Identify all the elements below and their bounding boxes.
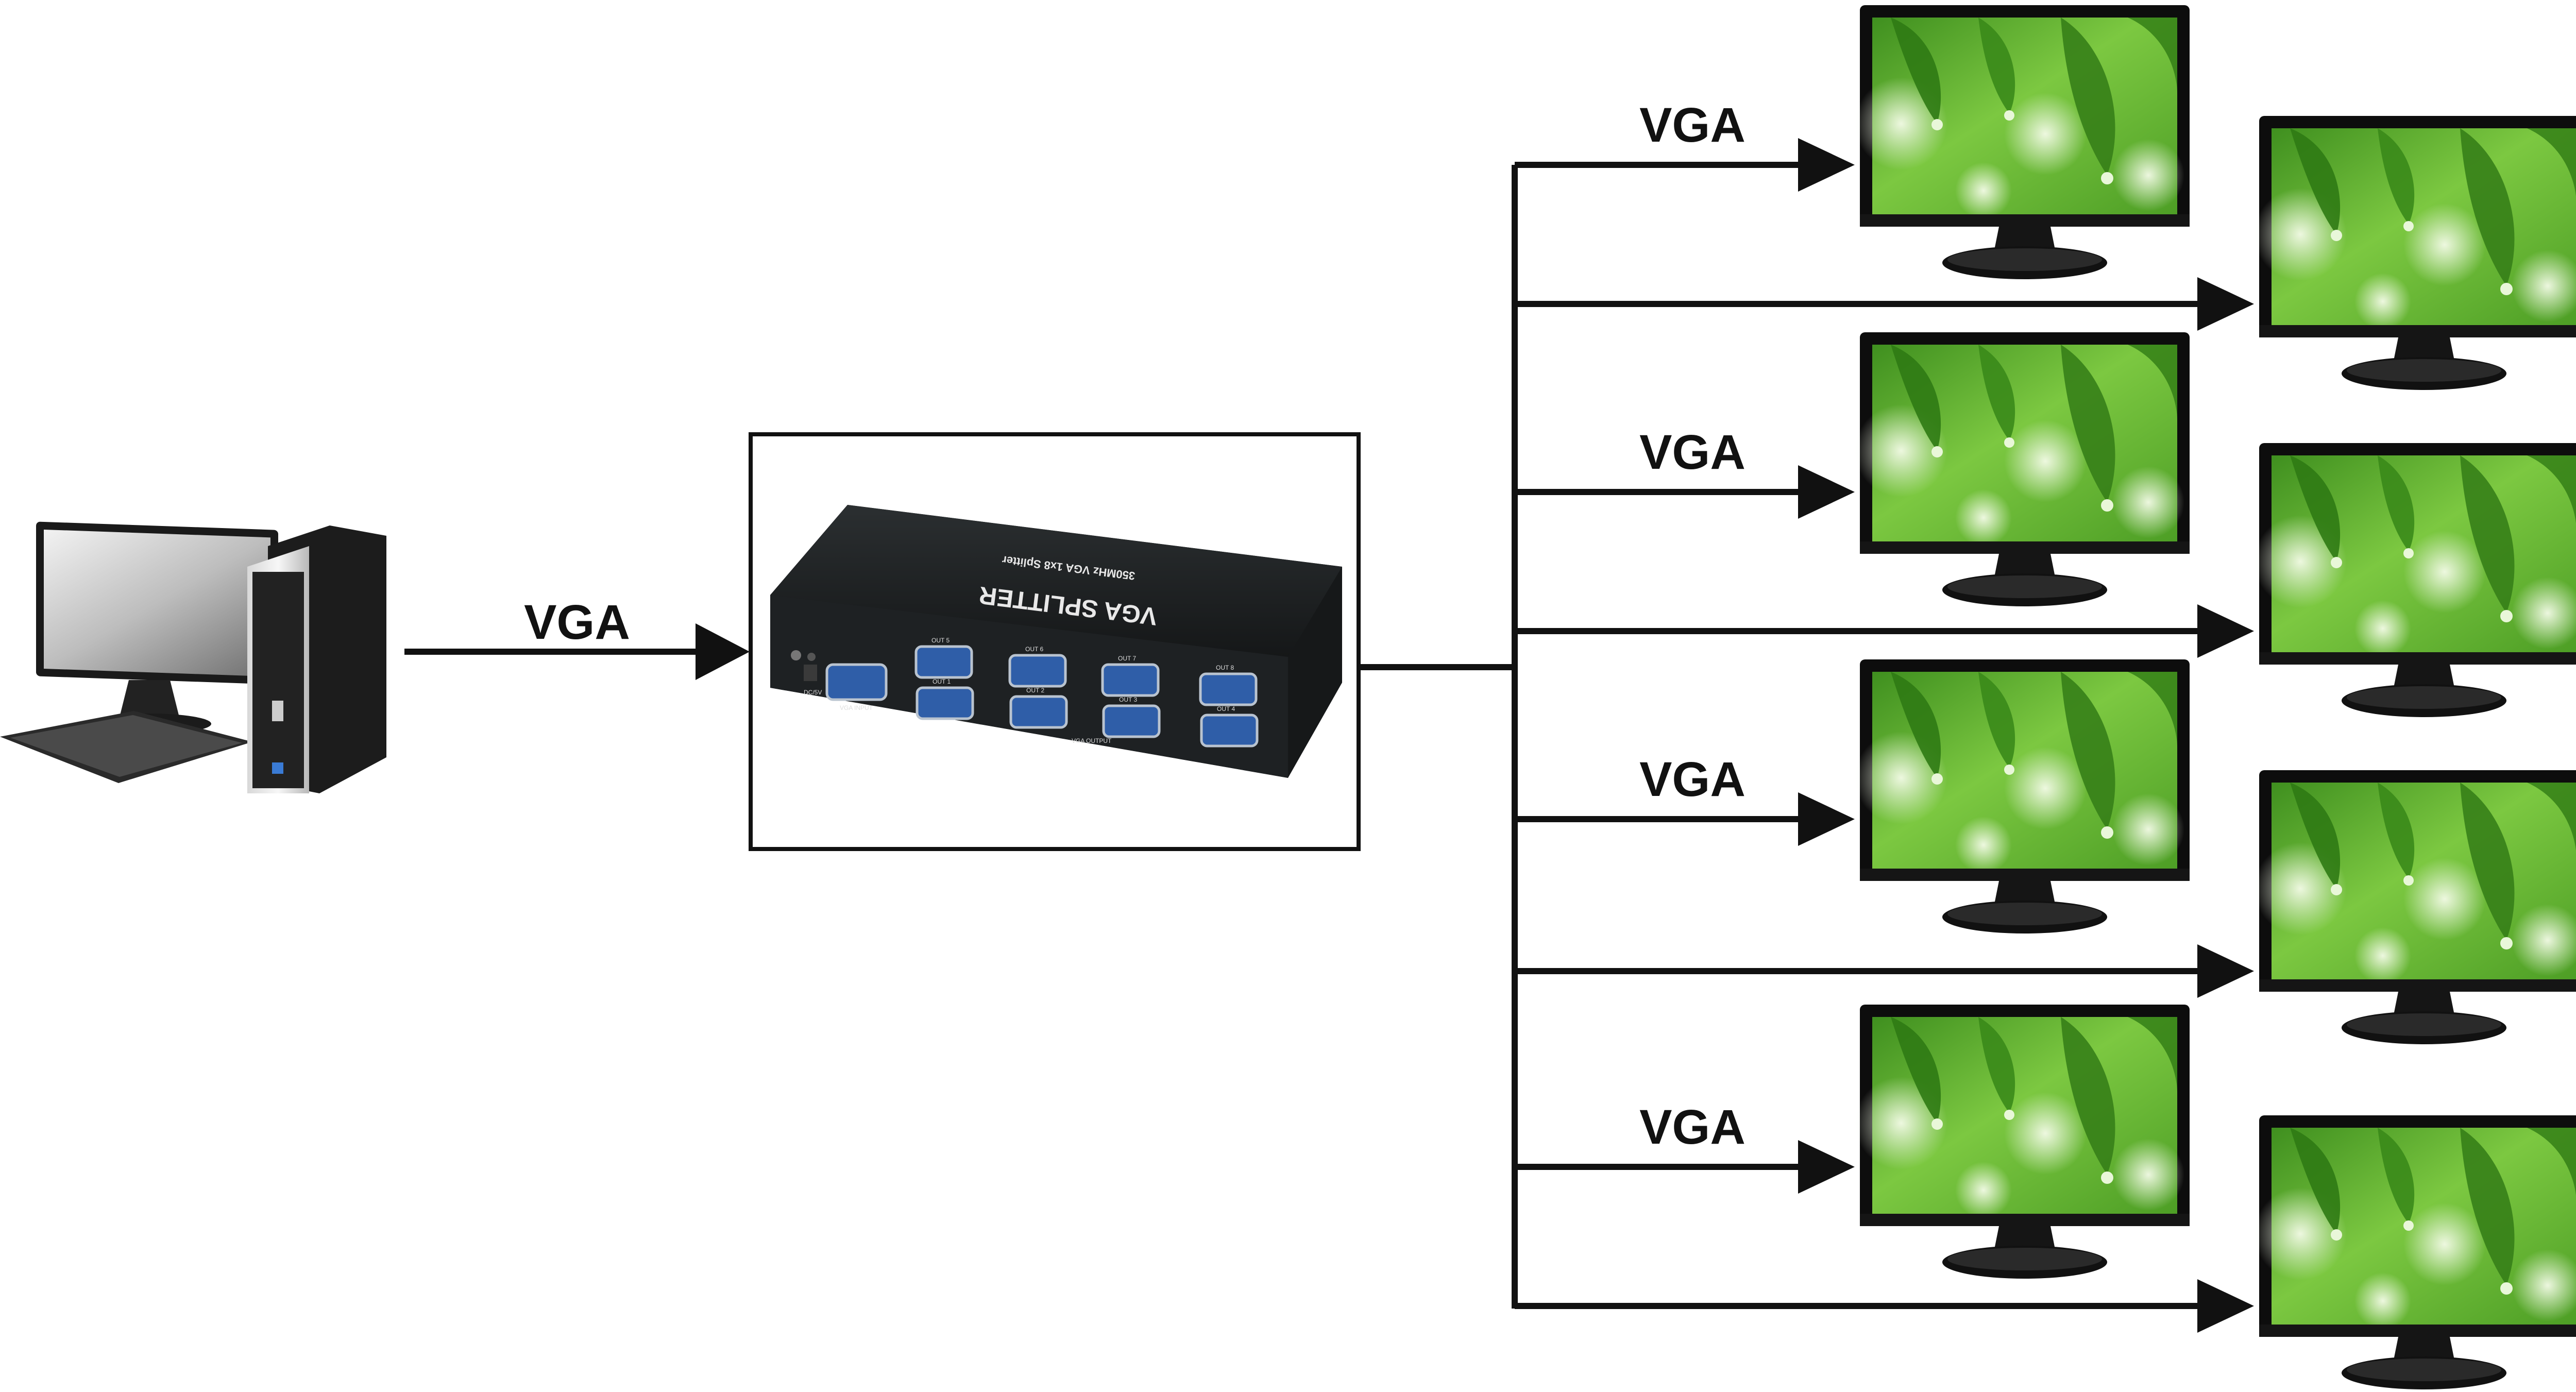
monitor-icon: [2254, 443, 2576, 717]
output-link-back: [1515, 277, 2254, 331]
desktop-computer-icon: [0, 521, 386, 793]
output-link-label: VGA: [1639, 98, 1745, 152]
power-label: DC/5V: [804, 689, 822, 696]
output-link-back: [1515, 944, 2254, 998]
vga-output-port: [916, 686, 974, 720]
vga-output-port: [1200, 714, 1259, 748]
output-link-label: VGA: [1639, 752, 1745, 807]
output-link-front: VGA: [1515, 425, 1855, 519]
output-link-back: [1515, 1279, 2254, 1333]
output-port-number: OUT 5: [931, 637, 950, 644]
input-link-label: VGA: [524, 595, 630, 650]
vga-splitter-icon: VGA SPLITTER 350MHz VGA 1x8 Splitter DC/…: [770, 505, 1342, 778]
monitor-icon: [2254, 1115, 2576, 1389]
monitor-icon: [1855, 659, 2190, 933]
monitor-icon: [1855, 5, 2190, 279]
input-connection: VGA: [404, 595, 750, 680]
output-link-front: VGA: [1515, 752, 1855, 846]
monitor-icon: [2254, 770, 2576, 1044]
output-link-front: VGA: [1515, 98, 1855, 192]
monitor-icon: [2254, 116, 2576, 390]
vga-output-port: [1199, 672, 1258, 706]
output-port-number: OUT 4: [1217, 705, 1235, 712]
vga-output-port: [1008, 654, 1067, 688]
vga-output-port: [1009, 695, 1068, 729]
output-port-label: VGA OUTPUT: [1072, 737, 1112, 744]
output-port-number: OUT 2: [1026, 687, 1044, 694]
output-port-number: OUT 3: [1119, 696, 1137, 703]
input-port-label: VGA INPUT: [840, 704, 873, 711]
output-port-number: OUT 6: [1025, 646, 1043, 653]
vga-output-port: [914, 645, 973, 679]
monitor-icon: [1855, 332, 2190, 606]
output-port-number: OUT 8: [1216, 664, 1234, 671]
vga-output-port: [1102, 704, 1161, 738]
output-port-number: OUT 1: [933, 678, 951, 685]
vga-input-port: [825, 663, 888, 701]
splitter-device: VGA SPLITTER 350MHz VGA 1x8 Splitter DC/…: [749, 432, 1361, 851]
output-link-front: VGA: [1515, 1100, 1855, 1194]
splitter-frame: [749, 432, 1361, 851]
output-link-label: VGA: [1639, 1100, 1745, 1155]
vga-output-port: [1101, 663, 1160, 697]
monitor-icon: [1855, 1005, 2190, 1279]
output-link-back: [1515, 604, 2254, 658]
output-link-label: VGA: [1639, 425, 1745, 480]
output-port-number: OUT 7: [1118, 655, 1136, 662]
